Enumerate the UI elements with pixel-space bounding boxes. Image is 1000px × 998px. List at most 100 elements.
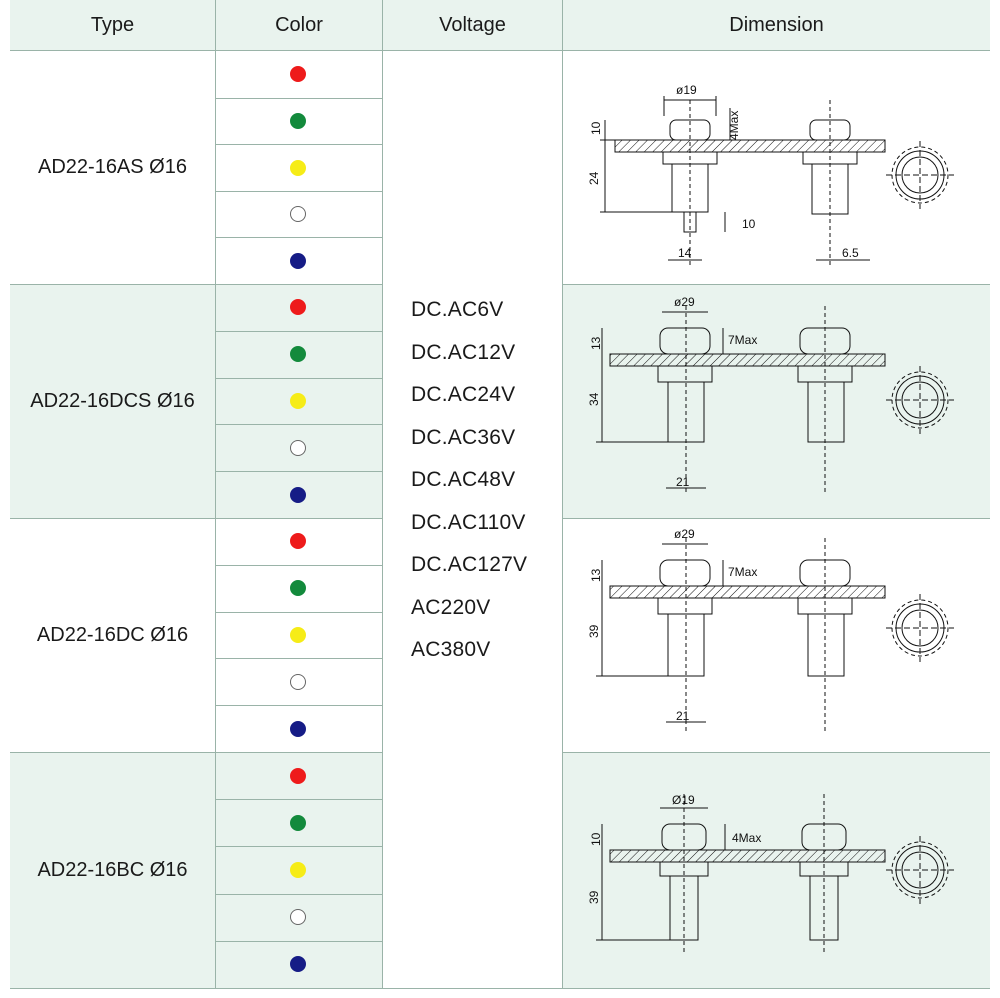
- green-indicator-icon: [290, 580, 306, 597]
- type-label: AD22-16DC Ø16: [36, 623, 189, 646]
- red-indicator-icon: [290, 767, 306, 784]
- header-voltage: Voltage: [383, 0, 562, 50]
- row-divider: [10, 752, 382, 753]
- dim-body-label: 24: [587, 171, 601, 185]
- color-cell-divider: [216, 378, 382, 379]
- dim-max-label: 7Max: [728, 333, 757, 347]
- color-cell-divider: [216, 471, 382, 472]
- column-divider: [215, 0, 216, 988]
- color-cell-divider: [216, 941, 382, 942]
- white-indicator-icon: [290, 909, 306, 926]
- row-2-dimension-background: [563, 284, 990, 518]
- color-cell-divider: [216, 799, 382, 800]
- dim-top-label: 13: [589, 336, 603, 350]
- row-divider: [563, 284, 990, 285]
- voltage-item: AC220V: [411, 596, 491, 619]
- row-divider: [563, 752, 990, 753]
- dimension-drawing-ad22-16dc: ø29 13 7Max 39 21: [580, 526, 980, 736]
- dim-top-label: 10: [589, 121, 603, 135]
- blue-indicator-icon: [290, 252, 306, 269]
- green-indicator-icon: [290, 112, 306, 129]
- color-cell-divider: [216, 846, 382, 847]
- color-cell-divider: [216, 144, 382, 145]
- dim-body-label: 39: [587, 624, 601, 638]
- color-cell-divider: [216, 565, 382, 566]
- type-label: AD22-16BC Ø16: [37, 858, 188, 881]
- red-indicator-icon: [290, 299, 306, 316]
- dim-top-label: 13: [589, 568, 603, 582]
- blue-indicator-icon: [290, 486, 306, 503]
- dim-width-label: 21: [676, 475, 690, 489]
- column-divider: [382, 0, 383, 988]
- dim-diameter-label: ø29: [674, 527, 695, 541]
- voltage-item: AC380V: [411, 638, 491, 661]
- voltage-item: DC.AC36V: [411, 426, 516, 449]
- red-indicator-icon: [290, 533, 306, 550]
- row-divider: [563, 518, 990, 519]
- white-indicator-icon: [290, 673, 306, 690]
- row-4-background: [10, 752, 383, 988]
- dim-width-label: 21: [676, 709, 690, 723]
- color-cell-divider: [216, 658, 382, 659]
- green-indicator-icon: [290, 814, 306, 831]
- type-label: AD22-16AS Ø16: [38, 156, 187, 178]
- header-voltage-label: Voltage: [439, 13, 506, 36]
- dim-max-label: 4Max: [732, 831, 761, 845]
- header-type-label: Type: [90, 13, 135, 36]
- dim-diameter-label: ø29: [674, 295, 695, 309]
- color-cell-divider: [216, 237, 382, 238]
- type-cell: AD22-16AS Ø16: [10, 51, 215, 284]
- header-color: Color: [216, 0, 382, 50]
- yellow-indicator-icon: [290, 159, 306, 176]
- color-cell-divider: [216, 612, 382, 613]
- header-color-label: Color: [275, 13, 323, 36]
- dim-max-label: 4Max: [727, 111, 741, 140]
- type-cell: AD22-16DC Ø16: [10, 518, 215, 752]
- color-cell-divider: [216, 424, 382, 425]
- color-cell-divider: [216, 894, 382, 895]
- header-dimension-label: Dimension: [729, 13, 824, 36]
- voltage-item: DC.AC127V: [411, 553, 528, 576]
- blue-indicator-icon: [290, 720, 306, 737]
- row-2-background: [10, 284, 383, 518]
- dim-max-label: 7Max: [728, 565, 757, 579]
- voltage-item: DC.AC6V: [411, 298, 504, 321]
- green-indicator-icon: [290, 346, 306, 363]
- header-type: Type: [10, 0, 215, 50]
- dim-width-label: 14: [678, 246, 692, 260]
- row-divider: [10, 518, 382, 519]
- voltage-item: DC.AC24V: [411, 383, 516, 406]
- column-divider: [562, 0, 563, 988]
- voltage-item: DC.AC48V: [411, 468, 516, 491]
- dim-body-label: 39: [587, 890, 601, 904]
- yellow-indicator-icon: [290, 393, 306, 409]
- color-cell-divider: [216, 331, 382, 332]
- blue-indicator-icon: [290, 956, 306, 973]
- table-bottom-line: [10, 988, 990, 989]
- dim-body-label: 34: [587, 392, 601, 406]
- dimension-drawing-ad22-16dcs: ø29 13 7Max 34 21: [580, 292, 980, 502]
- white-indicator-icon: [290, 439, 306, 456]
- color-cell-divider: [216, 705, 382, 706]
- color-cell-divider: [216, 191, 382, 192]
- white-indicator-icon: [290, 206, 306, 223]
- color-cell-divider: [216, 98, 382, 99]
- red-indicator-icon: [290, 66, 306, 83]
- dimension-drawing-ad22-16as: ø19 10 4Max 24 10 14 6.5: [580, 80, 980, 270]
- dimension-drawing-ad22-16bc: Ø19 10 4Max 39: [580, 782, 980, 957]
- yellow-indicator-icon: [290, 862, 306, 878]
- dim-diameter-label: Ø19: [672, 793, 695, 807]
- type-cell: AD22-16BC Ø16: [10, 752, 215, 988]
- header-divider: [10, 50, 990, 51]
- dim-pin-label: 10: [742, 217, 756, 231]
- dim-pitch-label: 6.5: [842, 246, 859, 260]
- header-dimension: Dimension: [563, 0, 990, 50]
- voltage-item: DC.AC110V: [411, 511, 526, 534]
- type-label: AD22-16DCS Ø16: [30, 389, 195, 412]
- type-cell: AD22-16DCS Ø16: [10, 284, 215, 518]
- dim-top-label: 10: [589, 832, 603, 846]
- row-divider: [10, 284, 382, 285]
- yellow-indicator-icon: [290, 627, 306, 643]
- dim-diameter-label: ø19: [676, 83, 697, 97]
